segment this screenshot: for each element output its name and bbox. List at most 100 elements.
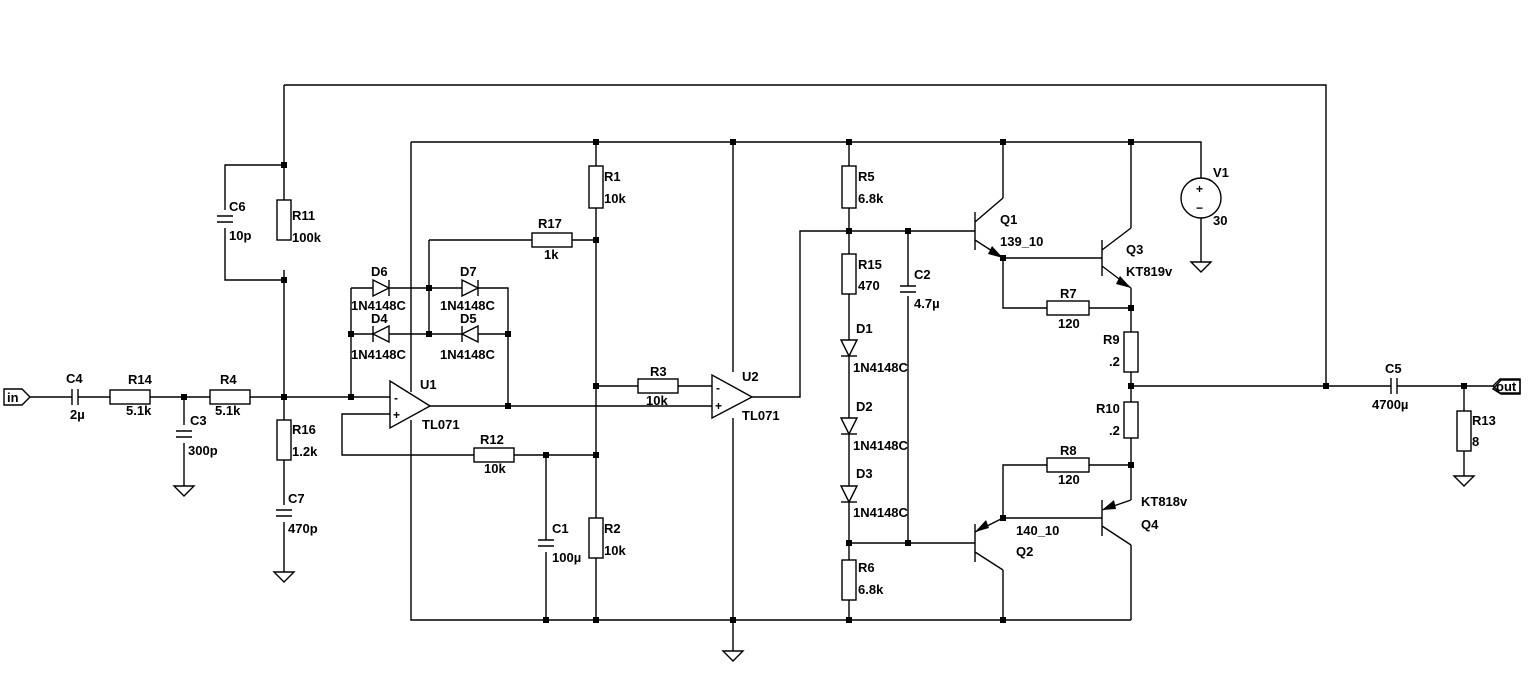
c1-value: 100µ	[552, 550, 581, 565]
diode-d1: D1 1N4148C	[839, 321, 909, 375]
c1-label: C1	[552, 521, 569, 536]
capacitor-c7: C7 470p	[276, 491, 318, 536]
d4-value: 1N4148C	[351, 347, 407, 362]
q4-label: Q4	[1141, 517, 1159, 532]
r7-label: R7	[1060, 286, 1077, 301]
junction-dot	[426, 285, 432, 291]
c3-label: C3	[190, 413, 207, 428]
junction-dot	[1000, 617, 1006, 623]
d3-value: 1N4148C	[853, 505, 909, 520]
r12-value: 10k	[484, 461, 506, 476]
r4-label: R4	[220, 372, 237, 387]
r16-value: 1.2k	[292, 444, 318, 459]
r6-label: R6	[858, 560, 875, 575]
output-port-label: out	[1496, 379, 1517, 394]
junction-dot	[593, 452, 599, 458]
q1-label: Q1	[1000, 212, 1017, 227]
opamp-u1-minus: -	[394, 391, 398, 405]
resistor-r16: R16 1.2k	[276, 419, 318, 461]
c4-label: C4	[66, 371, 83, 386]
d5-value: 1N4148C	[440, 347, 496, 362]
resistor-r3: R3 10k	[637, 364, 679, 408]
c4-value: 2µ	[70, 407, 85, 422]
resistor-r13: R13 8	[1456, 410, 1496, 452]
d2-value: 1N4148C	[853, 438, 909, 453]
c6-label: C6	[229, 199, 246, 214]
junction-dot	[505, 403, 511, 409]
input-port-label: in	[7, 390, 19, 405]
junction-dot	[905, 228, 911, 234]
resistor-r8: R8 120	[1046, 443, 1090, 487]
d6-value: 1N4148C	[351, 298, 407, 313]
junction-dot	[281, 162, 287, 168]
d1-label: D1	[856, 321, 873, 336]
resistor-r2: R2 10k	[588, 517, 626, 559]
r2-label: R2	[604, 521, 621, 536]
r15-value: 470	[858, 278, 880, 293]
c2-label: C2	[914, 267, 931, 282]
u1-value: TL071	[422, 417, 460, 432]
junction-dot	[281, 277, 287, 283]
junction-dot	[348, 394, 354, 400]
r10-label: R10	[1096, 401, 1120, 416]
junction-dot	[593, 139, 599, 145]
r17-value: 1k	[544, 247, 559, 262]
ground-symbol	[1452, 475, 1476, 487]
d7-label: D7	[460, 264, 477, 279]
r13-value: 8	[1472, 434, 1479, 449]
resistor-r15: R15 470	[841, 253, 882, 295]
ground-symbol	[1189, 261, 1213, 273]
opamp-u1: - + U1 TL071	[389, 377, 460, 432]
junction-dot	[1323, 383, 1329, 389]
junction-dot	[846, 139, 852, 145]
r5-label: R5	[858, 169, 875, 184]
r14-value: 5.1k	[126, 403, 152, 418]
r3-value: 10k	[646, 393, 668, 408]
d4-label: D4	[371, 311, 388, 326]
wires	[30, 84, 1493, 651]
output-port: out	[1491, 378, 1521, 395]
r11-label: R11	[292, 208, 315, 223]
junction-dot	[348, 331, 354, 337]
capacitor-c6: C6 10p	[217, 199, 251, 243]
opamp-u2-minus: -	[716, 381, 720, 395]
junction-dot	[1128, 462, 1134, 468]
v1-minus: −	[1196, 201, 1203, 215]
junction-dot	[593, 617, 599, 623]
ground-symbol	[272, 571, 296, 583]
u2-label: U2	[742, 369, 759, 384]
capacitor-c2: C2 4.7µ	[900, 267, 940, 311]
r8-label: R8	[1060, 443, 1077, 458]
resistor-r17: R17 1k	[531, 216, 573, 262]
opamp-u1-plus: +	[393, 408, 400, 422]
r9-value: .2	[1109, 354, 1120, 369]
resistor-r14: R14 5.1k	[109, 372, 153, 418]
opamp-u2: - + U2 TL071	[711, 369, 780, 423]
resistor-r5: R5 6.8k	[841, 165, 884, 209]
junction-dot	[905, 540, 911, 546]
junction-dot	[846, 228, 852, 234]
junction-dot	[1000, 139, 1006, 145]
junctions	[181, 139, 1467, 623]
diode-d3: D3 1N4148C	[839, 466, 909, 520]
d3-label: D3	[856, 466, 873, 481]
transistor-q4: KT818v Q4	[1101, 494, 1188, 546]
junction-dot	[543, 452, 549, 458]
d6-label: D6	[371, 264, 388, 279]
opamp-u2-plus: +	[715, 399, 722, 413]
ground-symbol	[172, 485, 196, 497]
v1-label: V1	[1213, 165, 1229, 180]
resistor-r10: R10 .2	[1096, 401, 1139, 439]
d5-label: D5	[460, 311, 477, 326]
d2-label: D2	[856, 399, 873, 414]
transistor-q2: 140_10 Q2	[974, 517, 1059, 571]
r11-value: 100k	[292, 230, 322, 245]
capacitor-c1: C1 100µ	[538, 521, 581, 565]
r9-label: R9	[1103, 332, 1120, 347]
d1-value: 1N4148C	[853, 360, 909, 375]
r1-label: R1	[604, 169, 621, 184]
v1-value: 30	[1213, 213, 1227, 228]
junction-dot	[846, 617, 852, 623]
junction-dot	[1128, 383, 1134, 389]
